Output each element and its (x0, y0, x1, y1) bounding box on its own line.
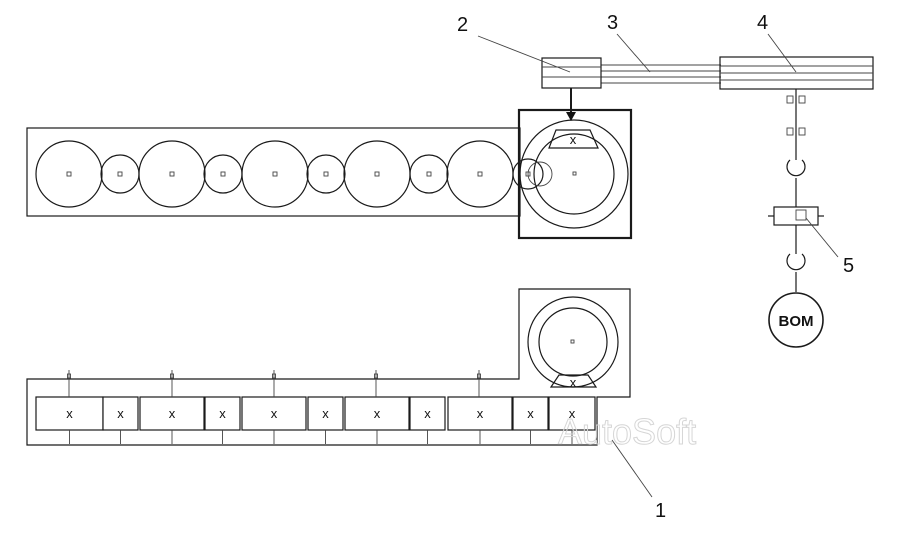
upper-gear-train: x (26, 108, 633, 240)
pump-circle (768, 292, 824, 348)
cylinder-block-7 (344, 396, 410, 431)
upper-bracket (548, 129, 599, 149)
leader-4 (767, 33, 797, 73)
callout-1: 1 (655, 500, 666, 522)
upper-bracket-x: x (570, 132, 577, 147)
pump-label: BOM (779, 313, 814, 330)
gear-2 (100, 154, 140, 194)
cylinder-block-1 (35, 396, 104, 431)
cylinder-block-x: x (169, 406, 176, 421)
drive-housing-upper (517, 108, 633, 240)
lower-housing (26, 288, 631, 446)
gear-9 (446, 140, 514, 208)
leader-2 (477, 35, 571, 73)
leader-5 (805, 217, 839, 258)
cylinder-block-x: x (527, 406, 534, 421)
cylinder-block-x: x (66, 406, 73, 421)
callout-3: 3 (607, 12, 618, 34)
cylinder-block-x: x (219, 406, 226, 421)
joint-upper-icon (786, 159, 806, 177)
gear-1 (35, 140, 103, 208)
upper-shaft (541, 56, 874, 121)
cylinder-block-x: x (271, 406, 278, 421)
watermark: AutoSoft (558, 411, 696, 452)
lower-assembly: x x x x x x x x x x x x (26, 288, 631, 446)
cylinder-block-x: x (117, 406, 124, 421)
cylinder-block-10 (512, 396, 549, 431)
callout-5: 5 (843, 255, 854, 277)
callout-4: 4 (757, 12, 768, 34)
cylinder-block-x: x (569, 406, 576, 421)
callout-leaders (477, 33, 839, 498)
cylinder-block-9 (447, 396, 513, 431)
cylinder-block-x: x (322, 406, 329, 421)
cylinder-block-3 (139, 396, 205, 431)
lower-wheel-inner (538, 307, 608, 377)
gear-8 (409, 154, 449, 194)
drive-wheel-outer (519, 119, 629, 229)
callout-2: 2 (457, 14, 468, 36)
cylinder-block-2 (102, 396, 139, 431)
leader-1 (611, 439, 653, 498)
drive-wheel-hub (527, 161, 553, 187)
gear-4 (203, 154, 243, 194)
cylinder-block-x: x (374, 406, 381, 421)
leader-3 (616, 33, 651, 73)
lower-bracket (549, 374, 598, 388)
gear-6 (306, 154, 346, 194)
joint-lower-icon (786, 253, 806, 271)
cylinder-block-8 (409, 396, 446, 431)
gear-10 (512, 158, 544, 190)
drive-arrowhead (566, 112, 576, 121)
pump-line: BOM (768, 89, 824, 348)
gear-5 (241, 140, 309, 208)
gear-7 (343, 140, 411, 208)
block-row: x x x x x x x x x x x (35, 370, 596, 444)
cylinder-block-5 (241, 396, 307, 431)
gear-3 (138, 140, 206, 208)
gear-row (35, 140, 544, 208)
cylinder-block-x: x (477, 406, 484, 421)
component-2-block (541, 57, 602, 89)
lower-bracket-x: x (570, 375, 577, 390)
cylinder-block-x: x (424, 406, 431, 421)
drive-wheel-center (572, 171, 577, 176)
drive-wheel-inner (533, 133, 615, 215)
cylinder-block-11 (548, 396, 596, 431)
lower-wheel-outer (527, 296, 619, 388)
